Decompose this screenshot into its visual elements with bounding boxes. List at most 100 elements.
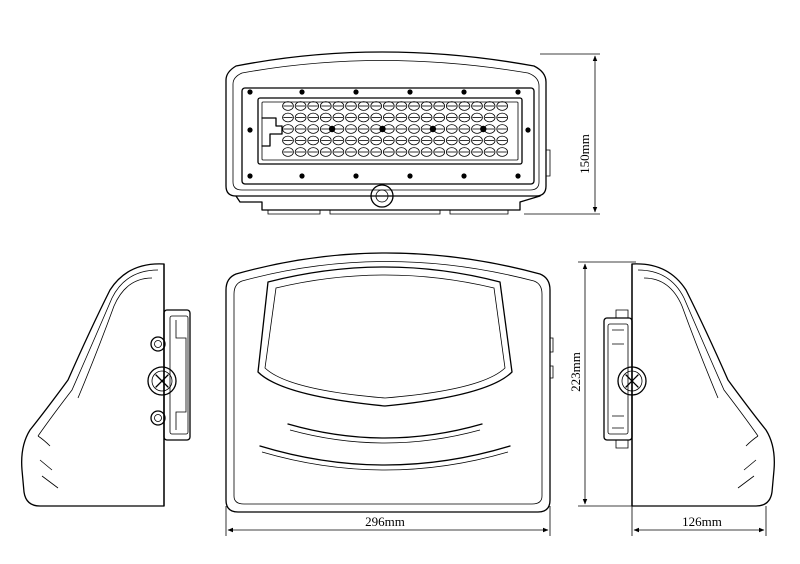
dimension-label-223: 223mm: [568, 352, 583, 392]
frame-screws: [247, 89, 531, 179]
led-lens: [395, 135, 408, 146]
led-lens: [370, 147, 383, 157]
led-lens: [496, 101, 509, 111]
led-lens: [332, 112, 345, 123]
led-lens: [433, 112, 446, 123]
led-lens: [307, 101, 320, 111]
led-marker-dot: [480, 125, 487, 133]
led-lens: [345, 124, 357, 134]
led-lens: [307, 147, 320, 157]
led-lens: [458, 101, 471, 111]
led-lens: [307, 124, 320, 134]
led-lens: [319, 112, 332, 123]
dimension-label-150: 150mm: [577, 134, 592, 174]
led-center-markers: [328, 125, 487, 133]
led-lens: [307, 112, 320, 123]
led-lens: [357, 101, 370, 111]
led-lens: [282, 112, 294, 123]
dimension-height-front: 223mm: [568, 261, 636, 507]
led-lens: [408, 112, 420, 123]
led-lens: [395, 101, 408, 111]
dimension-label-126: 126mm: [682, 514, 722, 529]
led-lens: [496, 112, 509, 123]
screw-dot: [407, 173, 413, 179]
led-lens: [445, 147, 458, 157]
screw-dot: [407, 89, 413, 95]
led-lens: [433, 135, 446, 146]
led-lens: [408, 101, 420, 111]
led-lens: [496, 124, 509, 134]
screw-dot: [515, 89, 521, 95]
led-lens: [319, 101, 332, 111]
led-lens: [483, 112, 496, 123]
led-lens: [319, 147, 332, 157]
led-lens: [357, 147, 370, 157]
led-lens: [420, 112, 433, 123]
led-lens: [458, 124, 471, 134]
dimension-height-top: 150mm: [524, 53, 600, 215]
led-lens: [382, 101, 395, 111]
led-lens: [370, 101, 383, 111]
screw-dot: [461, 89, 467, 95]
screw-dot: [461, 173, 467, 179]
screw-dot: [353, 173, 359, 179]
led-lens: [483, 101, 496, 111]
led-lens: [345, 135, 357, 146]
led-lens: [395, 147, 408, 157]
led-lens: [458, 135, 471, 146]
led-lens: [332, 135, 345, 146]
led-lens: [471, 101, 483, 111]
led-lens: [408, 135, 420, 146]
led-lens: [294, 135, 307, 146]
right-side-view: [603, 263, 775, 507]
led-lens: [357, 112, 370, 123]
led-marker-dot: [379, 125, 386, 133]
led-lens: [332, 101, 345, 111]
led-lens: [357, 124, 370, 134]
led-lens: [420, 135, 433, 146]
front-view: [225, 252, 554, 513]
led-grid: [282, 101, 509, 157]
led-lens: [382, 135, 395, 146]
led-lens: [445, 101, 458, 111]
dimension-width-front: 296mm: [225, 506, 551, 536]
dimension-depth-side: 126mm: [631, 506, 767, 536]
led-lens: [294, 112, 307, 123]
led-lens: [345, 147, 357, 157]
led-lens: [357, 135, 370, 146]
led-lens: [282, 135, 294, 146]
led-lens: [458, 112, 471, 123]
led-lens: [370, 135, 383, 146]
screw-dot: [525, 127, 531, 133]
led-lens: [445, 135, 458, 146]
led-lens: [445, 112, 458, 123]
screw-dot: [247, 127, 253, 133]
led-lens: [471, 112, 483, 123]
led-marker-dot: [429, 125, 437, 133]
led-marker-dot: [328, 125, 336, 133]
screw-dot: [515, 173, 521, 179]
led-lens: [282, 147, 294, 157]
led-lens: [471, 135, 483, 146]
screw-dot: [353, 89, 359, 95]
led-lens: [382, 147, 395, 157]
top-view: [225, 51, 551, 215]
led-lens: [395, 124, 408, 134]
screw-dot: [247, 89, 253, 95]
screw-dot: [247, 173, 253, 179]
led-lens: [496, 147, 509, 157]
led-lens: [282, 101, 294, 111]
led-lens: [483, 135, 496, 146]
led-lens: [345, 101, 357, 111]
led-lens: [307, 135, 320, 146]
led-lens: [471, 147, 483, 157]
led-lens: [395, 112, 408, 123]
led-lens: [458, 147, 471, 157]
screw-dot: [299, 173, 305, 179]
led-lens: [483, 147, 496, 157]
led-lens: [420, 147, 433, 157]
screw-dot: [299, 89, 305, 95]
led-lens: [408, 147, 420, 157]
